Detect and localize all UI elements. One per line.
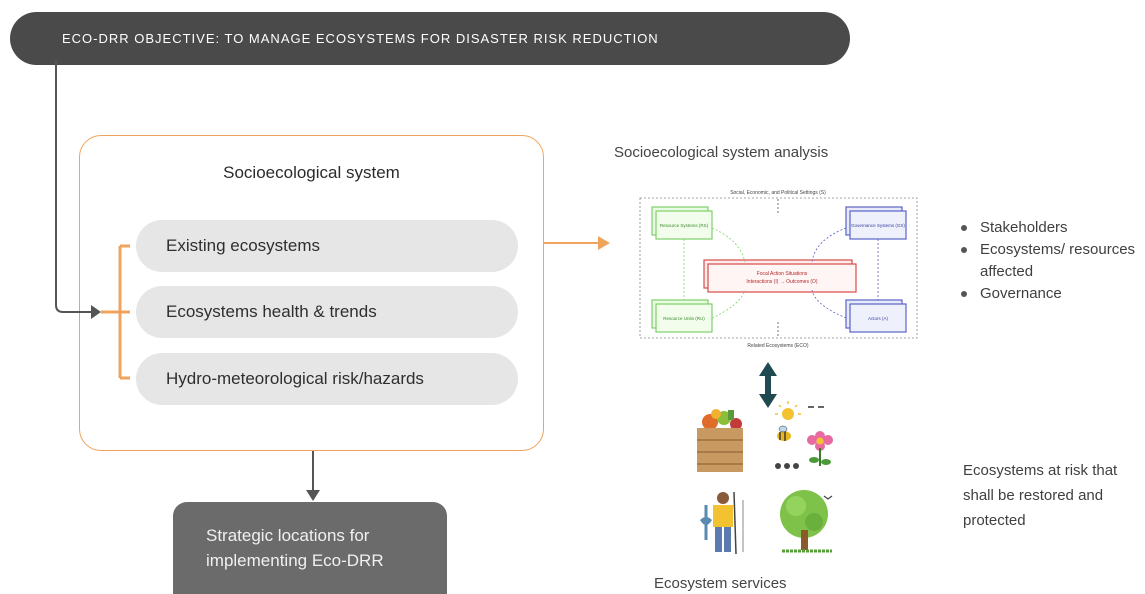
objective-text: ECO-DRR OBJECTIVE: TO MANAGE ECOSYSTEMS … — [62, 31, 659, 46]
food-crate-icon — [697, 409, 743, 472]
fishing-person-icon — [700, 491, 744, 555]
fig-focal-line-2: Interactions (I) → Outcomes (O) — [746, 279, 817, 285]
fig-actors: Actors (A) — [868, 316, 889, 321]
item-existing-ecosystems: Existing ecosystems — [136, 220, 518, 272]
fig-bottom-label: Related Ecosystems (ECO) — [747, 343, 808, 349]
pollination-icon — [775, 401, 833, 469]
bullet-governance: Governance — [959, 283, 1145, 305]
services-title: Ecosystem services — [654, 575, 787, 592]
down-arrow — [306, 451, 320, 501]
item-hydro-risk: Hydro-meteorological risk/hazards — [136, 353, 518, 405]
fig-focal-line-1: Focal Action Situations — [757, 271, 808, 277]
item-label: Existing ecosystems — [166, 236, 320, 255]
fig-top-label: Social, Economic, and Political Settings… — [730, 190, 826, 196]
analysis-bullets: Stakeholders Ecosystems/ resources affec… — [959, 217, 1145, 305]
strategic-line-1: Strategic locations for — [206, 526, 370, 545]
banner-connector — [55, 60, 91, 313]
risk-note: Ecosystems at risk that shall be restore… — [963, 462, 1118, 529]
strategic-line-2: implementing Eco-DRR — [206, 551, 384, 570]
fig-resource-units: Resource Units (RU) — [663, 316, 705, 321]
item-ecosystems-health: Ecosystems health & trends — [136, 286, 518, 338]
fig-resource-systems: Resource Systems (RS) — [660, 223, 709, 228]
bullet-stakeholders: Stakeholders — [959, 217, 1145, 239]
item-label: Hydro-meteorological risk/hazards — [166, 369, 424, 388]
fig-governance-systems: Governance Systems (GS) — [851, 223, 905, 228]
analysis-title: Socioecological system analysis — [614, 144, 829, 161]
strategic-locations-box: Strategic locations for implementing Eco… — [173, 502, 447, 594]
double-arrow-icon — [759, 362, 777, 408]
tree-icon — [780, 490, 833, 553]
ses-framework-figure: Social, Economic, and Political Settings… — [636, 190, 921, 350]
objective-banner: ECO-DRR OBJECTIVE: TO MANAGE ECOSYSTEMS … — [10, 12, 850, 65]
socioecological-title: Socioecological system — [223, 163, 400, 182]
bullet-ecosystems: Ecosystems/ resources affected — [959, 239, 1145, 283]
orange-arrow — [544, 236, 610, 250]
item-label: Ecosystems health & trends — [166, 302, 377, 321]
connector-arrowhead — [91, 305, 101, 319]
orange-bracket — [101, 244, 130, 380]
